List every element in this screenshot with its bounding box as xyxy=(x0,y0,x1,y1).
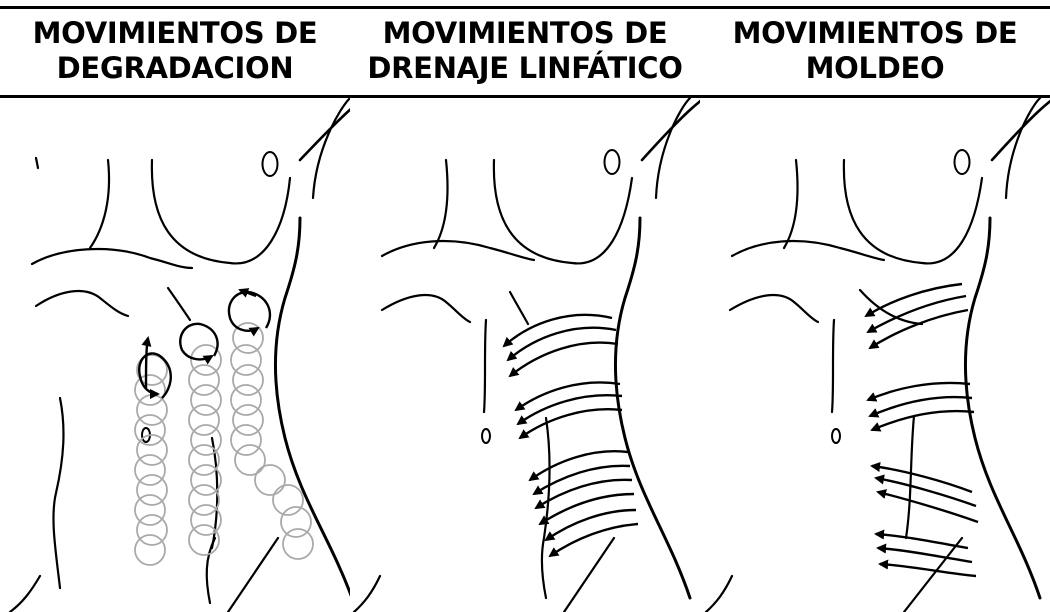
title-degradacion: MOVIMIENTOS DE DEGRADACION xyxy=(32,16,318,85)
rotation-arrows xyxy=(138,288,272,400)
torso-outline xyxy=(352,98,700,612)
panel-moldeo xyxy=(700,98,1050,612)
spiral-column-3 xyxy=(230,322,314,560)
navel xyxy=(831,428,841,444)
torso-outline xyxy=(704,98,1050,612)
title-drenaje: MOVIMIENTOS DE DRENAJE LINFÁTICO xyxy=(367,16,683,85)
spiral-column-2 xyxy=(188,344,222,556)
panel-drenaje xyxy=(350,98,700,612)
panel-degradacion xyxy=(0,98,350,612)
spiral-column-1 xyxy=(134,354,168,566)
top-rule xyxy=(0,6,1050,9)
navel xyxy=(481,428,491,444)
title-moldeo: MOVIMIENTOS DE MOLDEO xyxy=(732,16,1018,85)
drainage-arrows xyxy=(502,313,639,558)
nipple xyxy=(953,149,971,175)
header-rule xyxy=(0,95,1050,98)
nipple xyxy=(261,151,279,177)
nipple xyxy=(603,149,621,175)
molding-arrows xyxy=(864,282,979,578)
torso-outline xyxy=(8,98,350,612)
